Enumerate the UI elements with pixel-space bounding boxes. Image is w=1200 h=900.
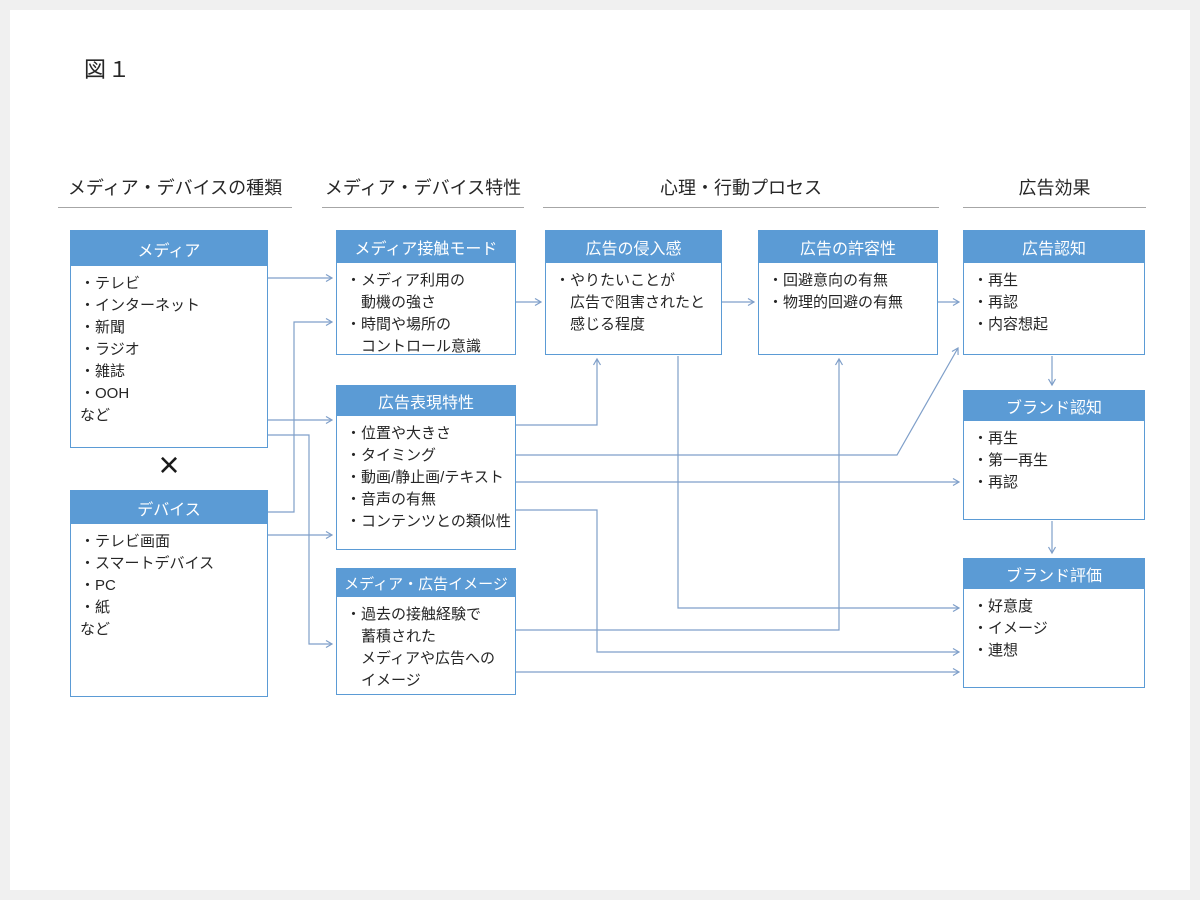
multiply-symbol: × [158, 444, 180, 485]
box-ad-acceptability-header: 広告の許容性 [759, 231, 937, 263]
box-text-line: ・スマートデバイス [80, 555, 215, 572]
box-text-line: ・ラジオ [80, 341, 140, 358]
box-device-body: ・テレビ画面・スマートデバイス・PC ・紙など [71, 524, 267, 647]
box-text-line: ・回避意向の有無 [768, 272, 889, 289]
box-brand-recognition-header: ブランド認知 [964, 391, 1144, 421]
box-text-line: ・物理的回避の有無 [768, 294, 904, 311]
box-text-line: ・タイミング [346, 447, 437, 464]
box-text-line: 感じる程度 [555, 316, 646, 333]
connector-ad-intrusion-to-brand-evaluation [677, 356, 961, 613]
box-text-line: ・OOH [80, 385, 130, 402]
box-text-line: ・メディア利用の [346, 272, 465, 289]
box-device: デバイス ・テレビ画面・スマートデバイス・PC ・紙など [70, 490, 268, 697]
box-text-line: ・紙 [80, 599, 111, 616]
box-text-line: ・雑誌 [80, 363, 126, 380]
box-ad-recognition: 広告認知 ・再生・再認・内容想起 [963, 230, 1145, 355]
box-text-line: ・位置や大きさ [346, 425, 452, 442]
box-brand-evaluation-body: ・好意度・イメージ・連想 [964, 589, 1144, 668]
box-text-line: ・再生 [973, 272, 1019, 289]
box-text-line: ・新聞 [80, 319, 126, 336]
connector-ad-expression-to-brand-evaluation [516, 509, 961, 657]
box-text-line: ・PC [80, 577, 116, 594]
column-header-media-device-types: メディア・デバイスの種類 [58, 174, 292, 208]
box-text-line: イメージ [346, 672, 421, 689]
box-ad-recognition-header: 広告認知 [964, 231, 1144, 263]
box-ad-intrusion-body: ・やりたいことが 広告で阻害されたと 感じる程度 [546, 263, 721, 342]
connector-media-ad-image-to-ad-acceptability [516, 357, 844, 631]
box-text-line: ・インターネット [80, 297, 201, 314]
box-ad-intrusion: 広告の侵入感 ・やりたいことが 広告で阻害されたと 感じる程度 [545, 230, 722, 355]
box-brand-recognition: ブランド認知 ・再生・第一再生・再認 [963, 390, 1145, 520]
connector-ad-expression-to-ad-intrusion [516, 357, 602, 426]
box-brand-recognition-body: ・再生・第一再生・再認 [964, 421, 1144, 500]
box-text-line: メディアや広告への [346, 650, 495, 667]
box-text-line: ・テレビ [80, 275, 141, 292]
box-text-line: ・コンテンツとの類似性 [346, 513, 511, 530]
column-header-media-device-traits: メディア・デバイス特性 [322, 174, 524, 208]
box-text-line: ・好意度 [973, 598, 1034, 615]
box-ad-acceptability-body: ・回避意向の有無・物理的回避の有無 [759, 263, 937, 320]
box-text-line: など [80, 621, 111, 638]
box-brand-evaluation-header: ブランド評価 [964, 559, 1144, 589]
box-text-line: ・やりたいことが [555, 272, 676, 289]
box-ad-expression-traits: 広告表現特性 ・位置や大きさ・タイミング・動画/静止画/テキスト・音声の有無・コ… [336, 385, 516, 550]
connector-ad-expression-to-ad-recognition [516, 346, 959, 456]
box-media-ad-image-header: メディア・広告イメージ [337, 569, 515, 597]
box-media-ad-image-body: ・過去の接触経験で 蓄積された メディアや広告への イメージ [337, 597, 515, 698]
box-text-line: ・内容想起 [973, 316, 1049, 333]
box-media-contact-mode-header: メディア接触モード [337, 231, 515, 263]
box-text-line: コントロール意識 [346, 338, 482, 355]
box-brand-evaluation: ブランド評価 ・好意度・イメージ・連想 [963, 558, 1145, 688]
figure-title: 図１ [84, 57, 133, 82]
box-text-line: など [80, 407, 111, 424]
box-text-line: ・再生 [973, 430, 1019, 447]
box-ad-intrusion-header: 広告の侵入感 [546, 231, 721, 263]
box-media-ad-image: メディア・広告イメージ ・過去の接触経験で 蓄積された メディアや広告への イメ… [336, 568, 516, 695]
box-ad-expression-traits-body: ・位置や大きさ・タイミング・動画/静止画/テキスト・音声の有無・コンテンツとの類… [337, 416, 515, 539]
connector-media-to-media-ad-image [268, 434, 334, 649]
box-text-line: ・テレビ画面 [80, 533, 171, 550]
box-text-line: 動機の強さ [346, 294, 437, 311]
box-device-header: デバイス [71, 491, 267, 524]
box-text-line: ・動画/静止画/テキスト [346, 469, 504, 486]
box-ad-recognition-body: ・再生・再認・内容想起 [964, 263, 1144, 342]
box-media: メディア ・テレビ・インターネット・新聞・ラジオ・雑誌・OOH など [70, 230, 268, 448]
connector-device-to-contact-mode [268, 317, 334, 513]
box-text-line: ・過去の接触経験で [346, 606, 482, 623]
box-text-line: ・再認 [973, 474, 1019, 491]
box-text-line: 蓄積された [346, 628, 437, 645]
box-media-contact-mode-body: ・メディア利用の 動機の強さ・時間や場所の コントロール意識 [337, 263, 515, 364]
column-header-ad-effect: 広告効果 [963, 174, 1146, 208]
box-text-line: 広告で阻害されたと [555, 294, 706, 311]
box-ad-acceptability: 広告の許容性 ・回避意向の有無・物理的回避の有無 [758, 230, 938, 355]
box-media-header: メディア [71, 231, 267, 266]
box-text-line: ・再認 [973, 294, 1019, 311]
box-ad-expression-traits-header: 広告表現特性 [337, 386, 515, 416]
box-text-line: ・時間や場所の [346, 316, 452, 333]
column-header-psych-process: 心理・行動プロセス [543, 174, 939, 208]
box-text-line: ・連想 [973, 642, 1019, 659]
box-text-line: ・第一再生 [973, 452, 1049, 469]
box-media-contact-mode: メディア接触モード ・メディア利用の 動機の強さ・時間や場所の コントロール意識 [336, 230, 516, 355]
box-media-body: ・テレビ・インターネット・新聞・ラジオ・雑誌・OOH など [71, 266, 267, 433]
box-text-line: ・イメージ [973, 620, 1048, 637]
box-text-line: ・音声の有無 [346, 491, 437, 508]
